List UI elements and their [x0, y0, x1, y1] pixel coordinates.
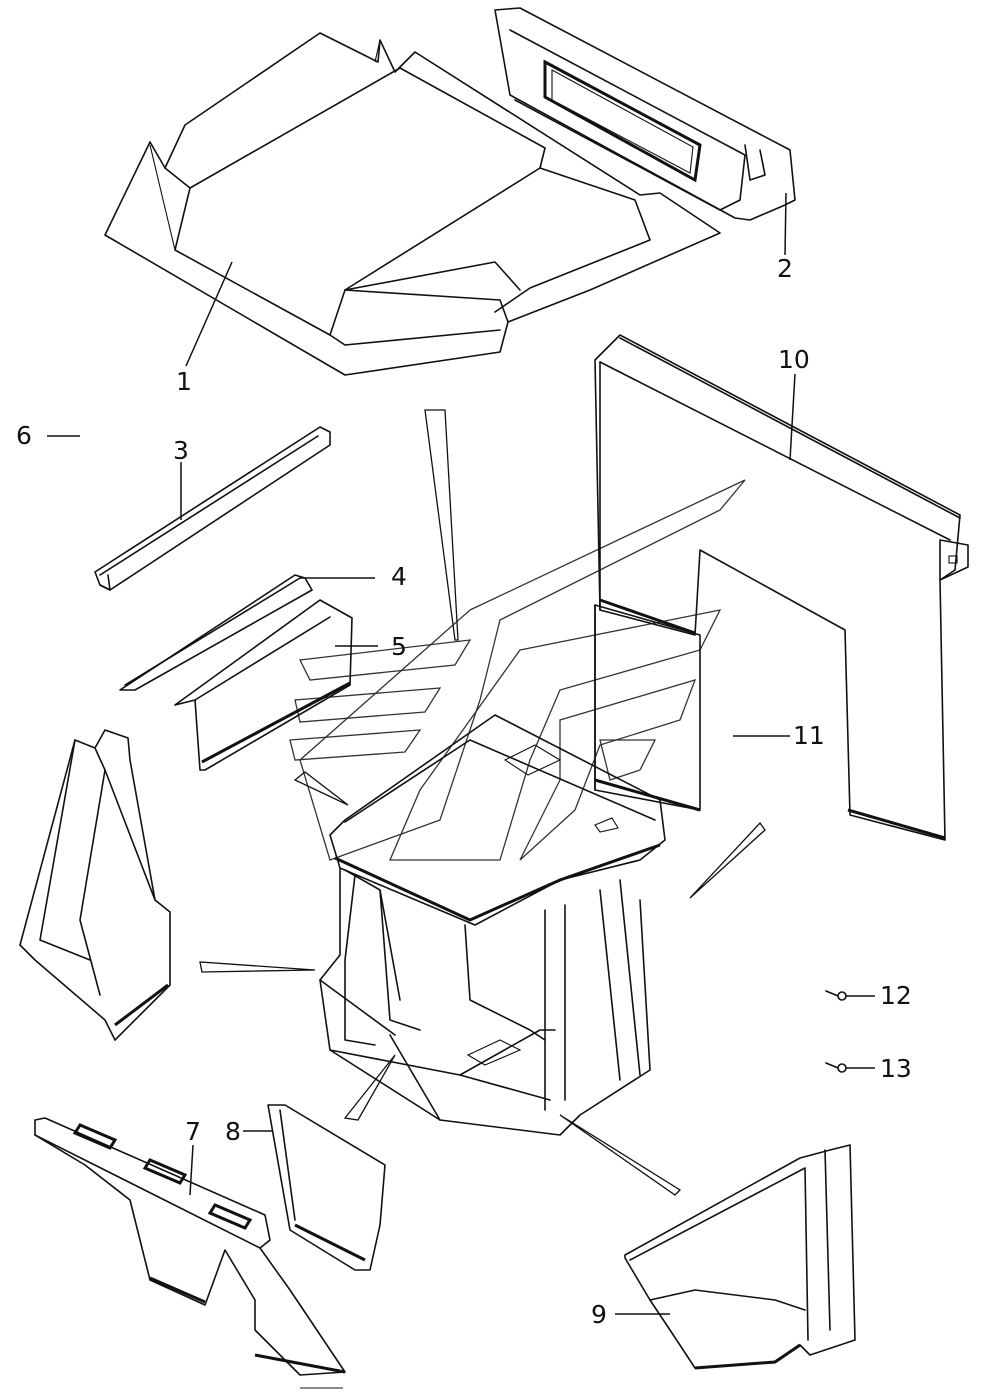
callout-10: 10	[778, 345, 810, 374]
leader-lines	[47, 192, 875, 1315]
part-7-floor-panel	[34, 1117, 346, 1376]
callout-12: 12	[880, 981, 912, 1010]
part-3-strip	[94, 426, 331, 591]
part-11-rear-lower-panel	[594, 604, 701, 812]
part-10-rear-upper-panel	[594, 334, 969, 841]
part-8-corner-panel	[267, 1104, 386, 1271]
part-12-screw	[825, 990, 847, 1001]
callout-4: 4	[391, 562, 407, 591]
callout-8: 8	[225, 1117, 241, 1146]
callout-3: 3	[173, 436, 189, 465]
callout-1: 1	[176, 367, 192, 396]
part-6-pillar	[19, 729, 171, 1041]
part-9-bracket	[624, 1144, 856, 1370]
callout-11: 11	[793, 721, 825, 750]
cab-frame	[319, 714, 666, 1136]
seal-strips	[199, 409, 766, 1389]
callout-labels: 1 2 3 4 5 6 7 8 9 10 11 12 13	[16, 254, 912, 1329]
part-13-screw	[825, 1062, 847, 1073]
part-4-trim	[119, 574, 313, 691]
part-1-roof-liner	[104, 32, 721, 376]
callout-9: 9	[591, 1300, 607, 1329]
part-5-side-panel	[174, 599, 353, 771]
watermark-logo	[289, 479, 746, 861]
callout-5: 5	[391, 632, 407, 661]
callout-2: 2	[777, 254, 793, 283]
callout-13: 13	[880, 1054, 912, 1083]
part-2-window-panel	[494, 7, 796, 221]
callout-6: 6	[16, 421, 32, 450]
callout-7: 7	[185, 1117, 201, 1146]
